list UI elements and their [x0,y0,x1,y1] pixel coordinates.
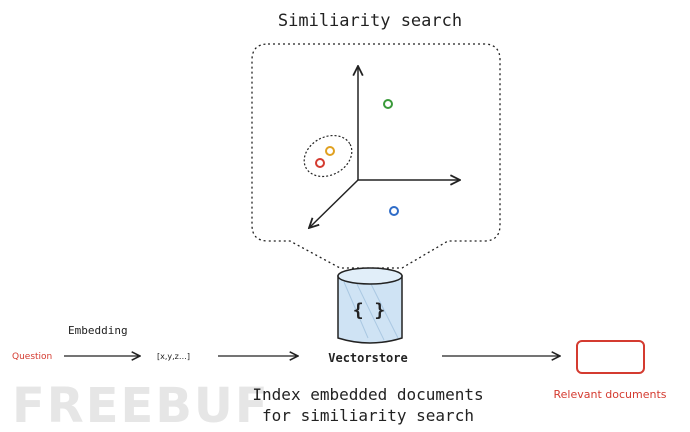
caption-line-1: Index embedded documents [252,385,483,404]
vector-label: [x,y,z…] [157,352,190,361]
cluster-ellipse [303,134,353,178]
relevant-doc-label: Relevant documents [553,388,666,401]
relevant-doc-box [576,340,645,374]
vectorstore-label: Vectorstore [328,351,407,365]
point-orange [325,146,335,156]
embedding-label: Embedding [68,324,128,337]
callout-frame [251,43,501,269]
point-red [315,158,325,168]
point-blue [389,206,399,216]
title-text: Similiarity search [278,11,462,31]
vectorstore-glyph: { } [353,300,386,321]
z-axis-line [309,179,359,228]
question-label: Question [12,352,52,362]
watermark-text: FREEBUF [12,378,270,432]
caption-line-2: for similiarity search [262,406,474,425]
point-green [383,99,393,109]
vectorstore-cylinder [337,267,403,344]
